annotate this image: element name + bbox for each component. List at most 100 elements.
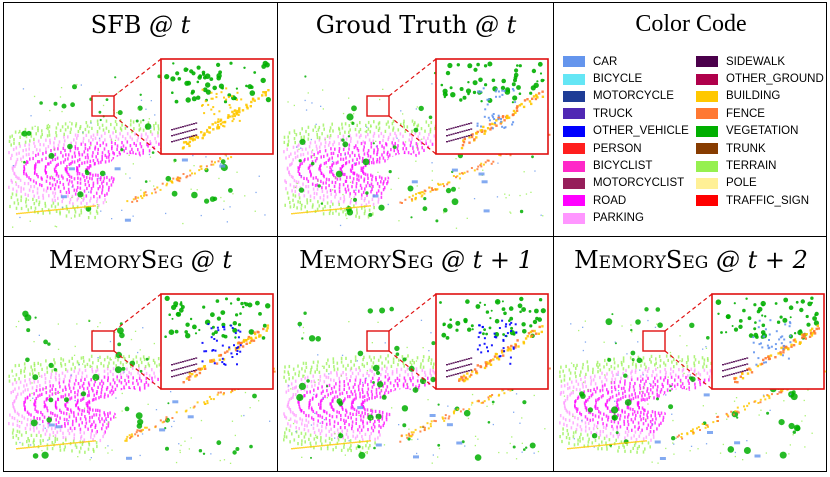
- point: [336, 410, 338, 414]
- point: [69, 426, 72, 430]
- point: [68, 383, 70, 387]
- point: [402, 382, 405, 386]
- point: [313, 196, 316, 200]
- point: [372, 381, 375, 384]
- point: [129, 177, 131, 179]
- point: [84, 206, 86, 208]
- point: [210, 336, 213, 339]
- point: [459, 372, 462, 374]
- point: [186, 365, 189, 368]
- point: [345, 356, 347, 360]
- point: [309, 169, 311, 173]
- point: [345, 190, 347, 194]
- point: [321, 186, 323, 190]
- point: [16, 157, 19, 162]
- point: [447, 323, 453, 329]
- point: [219, 120, 222, 123]
- point: [363, 171, 365, 175]
- point: [541, 95, 545, 98]
- point: [30, 206, 32, 210]
- point: [289, 201, 291, 205]
- point: [80, 446, 82, 450]
- point: [231, 327, 234, 329]
- point: [381, 176, 383, 180]
- point: [116, 375, 118, 379]
- point: [465, 358, 468, 360]
- point: [406, 386, 409, 390]
- point: [612, 427, 614, 431]
- point: [62, 176, 64, 180]
- point: [89, 406, 91, 410]
- point: [470, 357, 473, 359]
- point: [630, 375, 633, 379]
- point: [41, 132, 43, 137]
- point: [338, 388, 341, 392]
- point: [352, 434, 354, 438]
- point: [411, 433, 414, 436]
- point: [319, 378, 321, 382]
- point: [331, 163, 334, 167]
- point: [185, 176, 188, 179]
- point: [140, 360, 143, 365]
- point: [157, 357, 160, 361]
- point: [408, 196, 411, 199]
- point: [139, 430, 142, 433]
- point: [26, 212, 28, 214]
- point: [221, 322, 226, 327]
- point: [91, 370, 94, 374]
- point: [307, 429, 310, 433]
- point: [58, 443, 60, 446]
- point: [464, 376, 467, 379]
- point: [337, 438, 340, 442]
- point: [503, 392, 506, 395]
- point: [171, 317, 174, 320]
- point: [214, 349, 217, 352]
- point: [371, 178, 373, 182]
- point: [316, 183, 319, 187]
- point: [33, 166, 36, 170]
- point: [214, 161, 216, 164]
- point: [111, 147, 113, 151]
- point: [601, 388, 604, 392]
- point: [340, 375, 342, 377]
- point: [365, 203, 368, 207]
- point: [346, 175, 348, 179]
- point: [344, 426, 346, 430]
- point: [201, 367, 204, 370]
- point: [446, 183, 449, 186]
- point: [193, 358, 195, 360]
- point: [442, 88, 448, 94]
- point: [512, 109, 516, 113]
- point: [350, 444, 352, 448]
- point: [384, 391, 386, 395]
- point: [24, 426, 27, 431]
- point: [35, 132, 37, 136]
- point: [107, 412, 109, 416]
- point: [434, 188, 437, 191]
- point: [212, 358, 215, 362]
- point: [404, 370, 407, 374]
- point: [23, 166, 26, 170]
- point: [71, 180, 73, 184]
- point: [57, 185, 60, 189]
- point: [88, 183, 90, 188]
- point: [134, 433, 137, 436]
- point: [374, 441, 376, 445]
- point: [420, 362, 422, 366]
- point: [420, 191, 423, 194]
- point: [592, 413, 594, 417]
- point: [190, 370, 193, 372]
- point: [531, 334, 534, 337]
- point: [467, 81, 470, 84]
- point: [287, 135, 289, 139]
- point: [113, 415, 115, 419]
- point: [66, 167, 68, 172]
- point: [31, 368, 34, 372]
- point: [112, 131, 114, 135]
- point: [131, 137, 133, 141]
- point: [509, 356, 512, 359]
- point: [84, 377, 86, 381]
- point: [314, 156, 316, 159]
- point: [314, 412, 316, 414]
- point: [80, 142, 83, 146]
